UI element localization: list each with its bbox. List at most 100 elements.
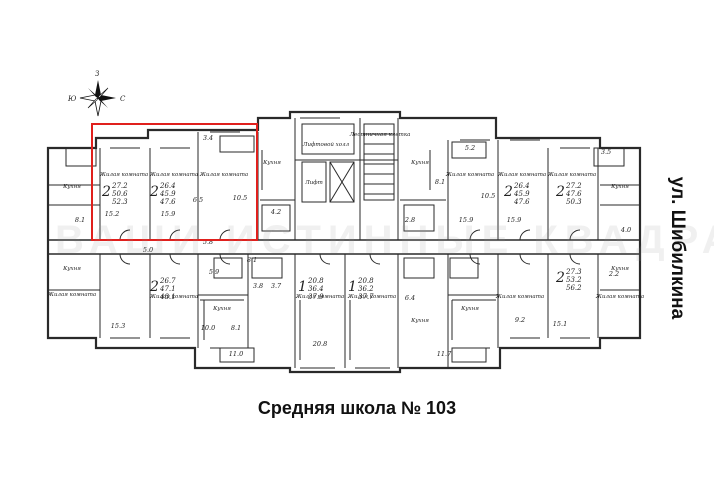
lift-hall-label: Лифтовой холл [302,141,350,148]
apartment-area: 37.9 [308,293,324,301]
room-area: 20.8 [312,340,327,348]
room-area: 8.1 [231,324,241,332]
room-area: 8.1 [435,178,445,186]
kitchen-label: Кухня [212,306,231,312]
room-count: 2 [555,270,565,286]
room-area: 2.8 [404,216,415,224]
kitchen-label: Кухня [460,306,479,312]
kitchen-label: Кухня [610,266,629,272]
room-label: Жилая комната [547,172,596,178]
compass-west-label: Ю [67,95,77,103]
room-area: 15.9 [161,210,175,218]
room-count: 2 [101,184,111,200]
apartment-area: 47.1 [159,285,176,293]
room-count: 2 [149,279,159,295]
room-area: 6.5 [193,196,203,204]
room-label: Жилая комната [347,294,396,300]
kitchen-label: Кухня [62,266,81,272]
room-area: 15.2 [105,210,119,218]
apartment-area: 52.3 [112,198,128,206]
room-label: Жилая комната [595,294,644,300]
room-label: Жилая комната [149,294,198,300]
compass: З Ю С [67,70,126,117]
room-label: Жилая комната [295,294,344,300]
room-count: 2 [149,184,159,200]
apartment-area: 53.2 [566,276,582,284]
room-area: 3.4 [203,134,213,142]
kitchen-label: Кухня [410,160,429,166]
caption: Средняя школа № 103 [257,398,457,418]
room-area: 10.5 [481,192,495,200]
apartment-area: 47.6 [159,198,176,206]
kitchen-label: Кухня [410,318,429,324]
elevator-label: Лифт [304,179,323,186]
room-area: 4.2 [270,208,281,216]
room-area: 5.2 [465,144,475,152]
apartment-area: 37.7 [358,293,374,301]
street-label-box: ул. Шибилкина [657,165,697,330]
apartment-area: 36.4 [308,285,324,293]
room-area: 3.5 [601,148,611,156]
room-count: 2 [503,184,513,200]
room-area: 8.1 [75,216,85,224]
stair-label: Лестничная клетка [349,132,411,138]
apartment-area: 26.4 [159,182,176,190]
apartment-area: 47.6 [565,190,582,198]
room-area: 5.0 [143,246,153,254]
apartment-area: 50.6 [112,190,128,198]
room-area: 11.7 [437,350,452,358]
room-label: Жилая комната [497,172,546,178]
room-count: 1 [348,279,357,295]
room-area: 15.9 [507,216,521,224]
room-label: Жилая комната [149,172,198,178]
kitchen-label: Кухня [262,160,281,166]
kitchen-label: Кухня [62,184,81,190]
compass-north-label: З [95,70,100,78]
room-area: 5.8 [203,238,213,246]
room-area: 3.8 [253,282,263,290]
apartment-area: 50.3 [566,198,582,206]
room-area: 9.2 [515,316,525,324]
compass-east-label: С [120,95,126,103]
room-area: 6.4 [405,294,415,302]
room-area: 15.9 [459,216,473,224]
apartment-area: 45.9 [513,190,530,198]
room-area: 15.3 [111,322,125,330]
room-label: Жилая комната [445,172,494,178]
room-count: 2 [555,184,565,200]
room-area: 2.2 [608,270,619,278]
apartment-area: 45.9 [159,190,176,198]
room-area: 8.1 [247,256,257,264]
apartment-area: 56.2 [566,284,582,292]
room-label: Жилая комната [495,294,544,300]
apartment-area: 27.2 [111,182,128,190]
room-label: Жилая комната [199,172,248,178]
room-area: 11.0 [229,350,243,358]
apartment-area: 26.7 [159,277,176,285]
room-label: Жилая комната [99,172,148,178]
kitchen-label: Кухня [610,184,629,190]
street-label: ул. Шибилкина [667,176,688,319]
room-area: 3.7 [271,282,282,290]
highlighted-apartment [91,123,258,241]
room-area: 10.5 [233,194,247,202]
room-count: 1 [298,279,307,295]
room-area: 4.0 [620,226,631,234]
apartment-area: 20.8 [307,277,324,285]
apartment-area: 27.3 [565,268,582,276]
room-label: Жилая комната [47,292,96,298]
apartment-area: 36.2 [358,285,374,293]
apartment-area: 20.8 [357,277,374,285]
room-area: 5.9 [209,268,219,276]
apartment-area: 26.4 [513,182,530,190]
apartment-area: 27.2 [565,182,582,190]
